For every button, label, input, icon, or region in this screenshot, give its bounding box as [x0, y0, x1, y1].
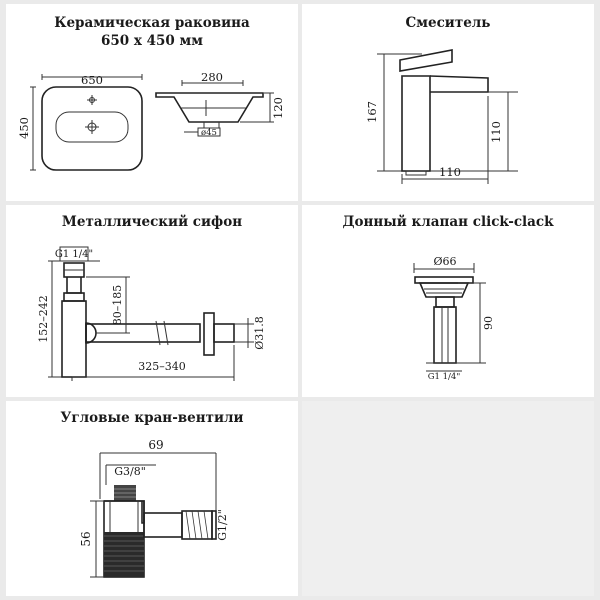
siphon-drop-label: 80–185 [111, 285, 124, 326]
valve-title: Донный клапан click-clack [342, 214, 554, 230]
panel-sink: Керамическая раковина 650 x 450 мм 650 4… [6, 4, 298, 201]
valve-thread-label: G1 1/4" [428, 372, 461, 382]
faucet-handle [399, 49, 453, 72]
siphon-elbow [85, 322, 97, 344]
siphon-outlet-pipe [85, 323, 201, 343]
panel-empty [302, 401, 594, 596]
sink-side-height-label: 120 [271, 97, 285, 119]
bottom-thread [104, 532, 144, 577]
faucet-depth-label: 110 [439, 165, 461, 179]
angle-valve-width-label: 69 [148, 438, 163, 452]
siphon-wall-flange [203, 312, 215, 356]
sink-title-line1: Керамическая раковина [54, 15, 250, 31]
sink-title-line2: 650 x 450 мм [101, 33, 203, 49]
sink-top-outline [41, 86, 143, 171]
sink-side-outline [155, 92, 264, 123]
faucet-spout [429, 75, 489, 93]
sink-bowl [55, 111, 129, 143]
valve-drawing: Ø66 90 G1 1/4" [413, 255, 495, 382]
panel-valve: Донный клапан click-clack Ø66 90 G1 1/4" [302, 205, 594, 397]
faucet-height-label: 167 [365, 101, 379, 123]
sink-drain-label: ø45 [201, 128, 217, 138]
sink-side-width-label: 280 [201, 70, 223, 84]
sink-title: Керамическая раковина 650 x 450 мм [6, 14, 298, 50]
valve-stem [433, 306, 457, 364]
angle-valve-thread-side-label: G1/2" [216, 509, 229, 541]
faucet-body [401, 75, 431, 172]
panel-angle-valve: Угловые кран-вентили 69 G3/8" G1/2" [6, 401, 298, 596]
sink-width-label: 650 [81, 73, 103, 87]
sink-drawing: 650 450 280 ø45 [17, 70, 285, 171]
sink-height-label: 450 [17, 117, 31, 139]
siphon-height-label: 152–242 [37, 295, 50, 343]
siphon-thread-label: G1 1/4" [55, 249, 93, 260]
faucet-title: Смеситель [405, 15, 491, 31]
angle-valve-thread-top-label: G3/8" [114, 465, 146, 478]
faucet-spout-height-label: 110 [489, 121, 503, 143]
valve-cup [418, 282, 470, 298]
valve-cap [414, 276, 474, 284]
siphon-diameter-label: Ø31.8 [253, 316, 266, 350]
angle-valve-drawing: 69 G3/8" G1/2" 56 [79, 438, 229, 578]
angle-valve-title: Угловые кран-вентили [60, 410, 244, 426]
siphon-drawing: G1 1/4" 152–242 80–185 Ø31.8 [37, 246, 266, 381]
valve-diameter-label: Ø66 [433, 255, 456, 268]
siphon-body [61, 300, 87, 378]
angle-valve-height-label: 56 [79, 531, 93, 546]
siphon-title: Металлический сифон [61, 214, 243, 230]
siphon-length-label: 325–340 [138, 360, 186, 373]
valve-height-label: 90 [482, 316, 495, 330]
panel-siphon: Металлический сифон G1 1/4" 152–242 80–1… [6, 205, 298, 397]
panel-faucet: Смеситель 167 110 110 [302, 4, 594, 201]
side-outlet [143, 512, 183, 538]
faucet-drawing: 167 110 110 [365, 49, 518, 184]
